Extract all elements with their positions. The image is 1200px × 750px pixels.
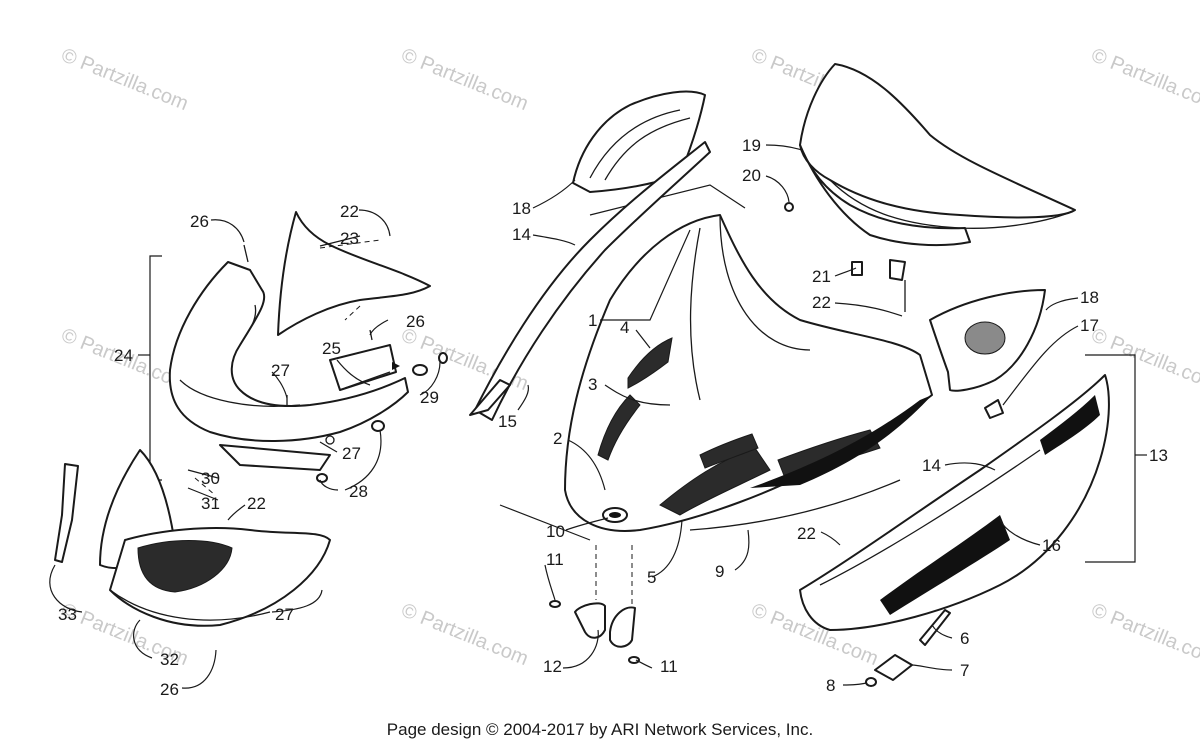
callout-22: 22 xyxy=(247,494,266,513)
callout-16: 16 xyxy=(1042,536,1061,555)
grille-mesh xyxy=(659,447,771,516)
callout-18: 18 xyxy=(1080,288,1099,307)
callout-2: 2 xyxy=(553,429,562,448)
callout-27: 27 xyxy=(275,605,294,624)
callout-28: 28 xyxy=(349,482,368,501)
callout-25: 25 xyxy=(322,339,341,358)
bracket-part-12-right xyxy=(609,606,636,648)
callout-labels: 26 22 23 24 26 25 27 29 27 28 30 31 22 3… xyxy=(58,136,1168,699)
watermark: © Partzilla.com xyxy=(1088,44,1200,115)
windshield-lower-edge xyxy=(799,144,971,247)
callout-32: 32 xyxy=(160,650,179,669)
callout-14: 14 xyxy=(922,456,941,475)
callout-26: 26 xyxy=(406,312,425,331)
callout-33: 33 xyxy=(58,605,77,624)
vent-mesh-right xyxy=(964,321,1006,355)
callout-31: 31 xyxy=(201,494,220,513)
callout-17: 17 xyxy=(1080,316,1099,335)
watermark: © Partzilla.com xyxy=(398,44,531,115)
callout-22: 22 xyxy=(797,524,816,543)
windshield-part-23 xyxy=(277,211,431,336)
callout-21: 21 xyxy=(812,267,831,286)
callout-5: 5 xyxy=(647,568,656,587)
callout-24: 24 xyxy=(114,346,133,365)
callout-9: 9 xyxy=(715,562,724,581)
callout-7: 7 xyxy=(960,661,969,680)
windshield-part-19 xyxy=(799,63,1076,219)
callout-15: 15 xyxy=(498,412,517,431)
callout-23: 23 xyxy=(340,229,359,248)
callout-30: 30 xyxy=(201,469,220,488)
hood-part-1 xyxy=(564,214,933,532)
callout-29: 29 xyxy=(420,388,439,407)
callout-12: 12 xyxy=(543,657,562,676)
callout-1: 1 xyxy=(588,311,597,330)
callout-20: 20 xyxy=(742,166,761,185)
callout-26: 26 xyxy=(160,680,179,699)
callout-8: 8 xyxy=(826,676,835,695)
callout-27: 27 xyxy=(342,444,361,463)
callout-22: 22 xyxy=(812,293,831,312)
callout-6: 6 xyxy=(960,629,969,648)
callout-26: 26 xyxy=(190,212,209,231)
trim-strip xyxy=(54,463,79,563)
callout-18: 18 xyxy=(512,199,531,218)
center-assembly xyxy=(469,90,933,664)
callout-14: 14 xyxy=(512,225,531,244)
callout-27: 27 xyxy=(271,361,290,380)
callout-3: 3 xyxy=(588,375,597,394)
footer-copyright: Page design © 2004-2017 by ARI Network S… xyxy=(386,720,814,739)
callout-19: 19 xyxy=(742,136,761,155)
callout-10: 10 xyxy=(546,522,565,541)
watermark: © Partzilla.com xyxy=(1088,599,1200,670)
callout-11: 11 xyxy=(660,657,678,676)
callout-11: 11 xyxy=(546,550,564,569)
upper-fairing-part-24 xyxy=(168,261,409,442)
lower-nose-side xyxy=(109,527,331,627)
side-panel-part-25 xyxy=(329,344,397,391)
intake-mesh-33 xyxy=(137,540,233,593)
trim-part-15 xyxy=(469,379,511,416)
watermark: © Partzilla.com xyxy=(58,44,191,115)
callout-13: 13 xyxy=(1149,446,1168,465)
side-panel-part-13 xyxy=(799,374,1110,631)
decal-graphic-16 xyxy=(880,515,1010,615)
bracket-part-12-left xyxy=(574,602,606,639)
callout-leaders xyxy=(49,144,1079,689)
mesh-part-3 xyxy=(597,394,641,461)
mesh-part-4 xyxy=(627,337,673,389)
bracket-part-7 xyxy=(874,654,913,681)
callout-22: 22 xyxy=(340,202,359,221)
callout-4: 4 xyxy=(620,318,629,337)
vent-part-18-upper xyxy=(572,90,706,193)
watermark: © Partzilla.com xyxy=(398,599,531,670)
left-assembly xyxy=(54,211,448,627)
right-assembly xyxy=(784,63,1147,687)
